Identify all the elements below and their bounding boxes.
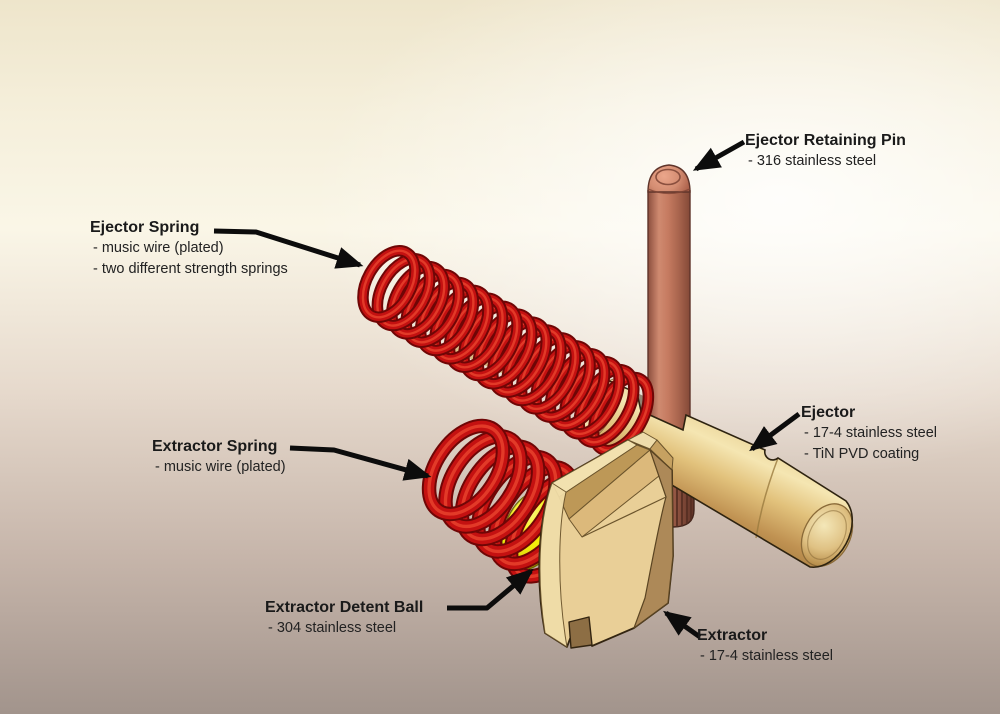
ejector-spring-model bbox=[357, 245, 655, 457]
callout-ejector-retaining-pin: Ejector Retaining Pin - 316 stainless st… bbox=[745, 130, 906, 172]
callout-title: Extractor Spring bbox=[152, 438, 278, 455]
pin-dome-ring bbox=[655, 168, 681, 186]
arrow-extractor-detent-ball bbox=[447, 568, 534, 611]
extractor-left-curve bbox=[539, 482, 568, 648]
callout-detail: - TiN PVD coating bbox=[804, 446, 920, 462]
arrow-extractor-spring bbox=[289, 445, 432, 481]
callout-detail: - two different strength springs bbox=[93, 261, 288, 277]
ejector-body bbox=[593, 376, 853, 568]
callout-ejector-spring: Ejector Spring - music wire (plated) - t… bbox=[90, 217, 288, 280]
callout-title: Ejector Spring bbox=[90, 219, 200, 236]
callout-detail: - music wire (plated) bbox=[93, 240, 224, 256]
callout-detail: - 304 stainless steel bbox=[268, 620, 397, 636]
pin-shaft bbox=[648, 186, 690, 462]
ejector-end-face bbox=[800, 503, 854, 567]
callout-extractor-detent-ball: Extractor Detent Ball - 304 stainless st… bbox=[265, 597, 423, 639]
callout-title: Ejector bbox=[801, 404, 856, 421]
extractor-model bbox=[538, 431, 674, 649]
callout-detail: - 17-4 stainless steel bbox=[700, 648, 833, 664]
arrow-ejector-spring bbox=[213, 228, 364, 269]
callout-ejector: Ejector - 17-4 stainless steel - TiN PVD… bbox=[801, 402, 937, 465]
callout-detail: - 316 stainless steel bbox=[748, 153, 877, 169]
callout-detail: - music wire (plated) bbox=[155, 459, 286, 475]
callout-arrows bbox=[213, 139, 801, 640]
callout-title: Extractor Detent Ball bbox=[265, 599, 424, 616]
arrow-extractor bbox=[663, 610, 702, 640]
callout-title: Extractor bbox=[697, 627, 768, 644]
callout-title: Ejector Retaining Pin bbox=[745, 132, 906, 149]
extractor-bottom-notch bbox=[568, 616, 593, 649]
ejector-retaining-pin-model bbox=[647, 164, 691, 462]
arrow-ejector-retaining-pin bbox=[692, 139, 746, 172]
callout-detail: - 17-4 stainless steel bbox=[804, 425, 937, 441]
callout-extractor-spring: Extractor Spring - music wire (plated) bbox=[152, 436, 286, 478]
extractor-side-face bbox=[633, 449, 674, 629]
callout-extractor: Extractor - 17-4 stainless steel bbox=[697, 625, 833, 667]
arrow-ejector bbox=[749, 411, 801, 452]
